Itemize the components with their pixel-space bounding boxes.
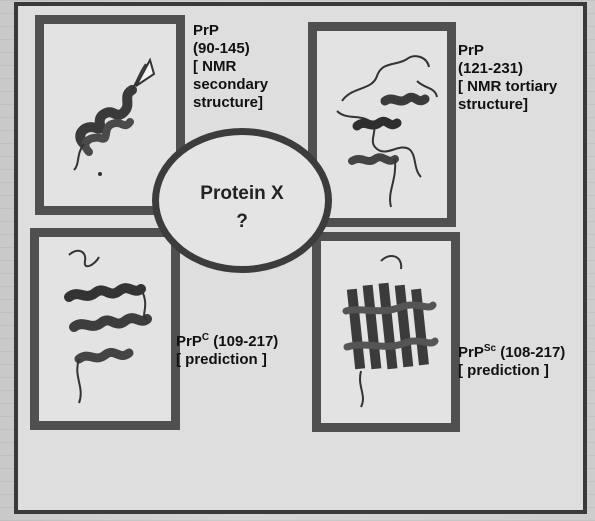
label-prefix: PrP: [458, 344, 484, 361]
panel-prpsc-108-217: [312, 232, 460, 432]
label-prp-90-145: PrP (90-145) [ NMR secondary structure]: [193, 22, 268, 112]
label-superscript: Sc: [484, 343, 496, 354]
label-prpc-109-217: PrPC (109-217) [ prediction ]: [176, 329, 278, 369]
label-line: PrP: [458, 42, 557, 60]
label-range: (108-217): [496, 344, 565, 361]
label-superscript: C: [202, 332, 209, 343]
label-line: PrPSc (108-217): [458, 340, 565, 362]
protein-x-circle: Protein X ?: [152, 128, 332, 273]
label-line: PrPC (109-217): [176, 329, 278, 351]
label-line: [ prediction ]: [458, 362, 565, 380]
label-line: PrP: [193, 22, 268, 40]
label-line: secondary: [193, 76, 268, 94]
label-prpsc-108-217: PrPSc (108-217) [ prediction ]: [458, 340, 565, 380]
label-line: [ NMR tortiary: [458, 78, 557, 96]
prpsc-prediction-image: [321, 241, 451, 423]
label-line: structure]: [193, 94, 268, 112]
panel-prpc-109-217: [30, 228, 180, 430]
label-line: [ prediction ]: [176, 351, 278, 369]
label-line: [ NMR: [193, 58, 268, 76]
label-prefix: PrP: [176, 333, 202, 350]
label-line: (90-145): [193, 40, 268, 58]
label-prp-121-231: PrP (121-231) [ NMR tortiary structure]: [458, 42, 557, 114]
label-range: (109-217): [209, 333, 278, 350]
label-line: (121-231): [458, 60, 557, 78]
tertiary-structure-image: [317, 31, 447, 218]
protein-x-title: Protein X: [159, 183, 325, 205]
label-line: structure]: [458, 96, 557, 114]
protein-x-question: ?: [159, 211, 325, 233]
prpc-prediction-image: [39, 237, 171, 421]
